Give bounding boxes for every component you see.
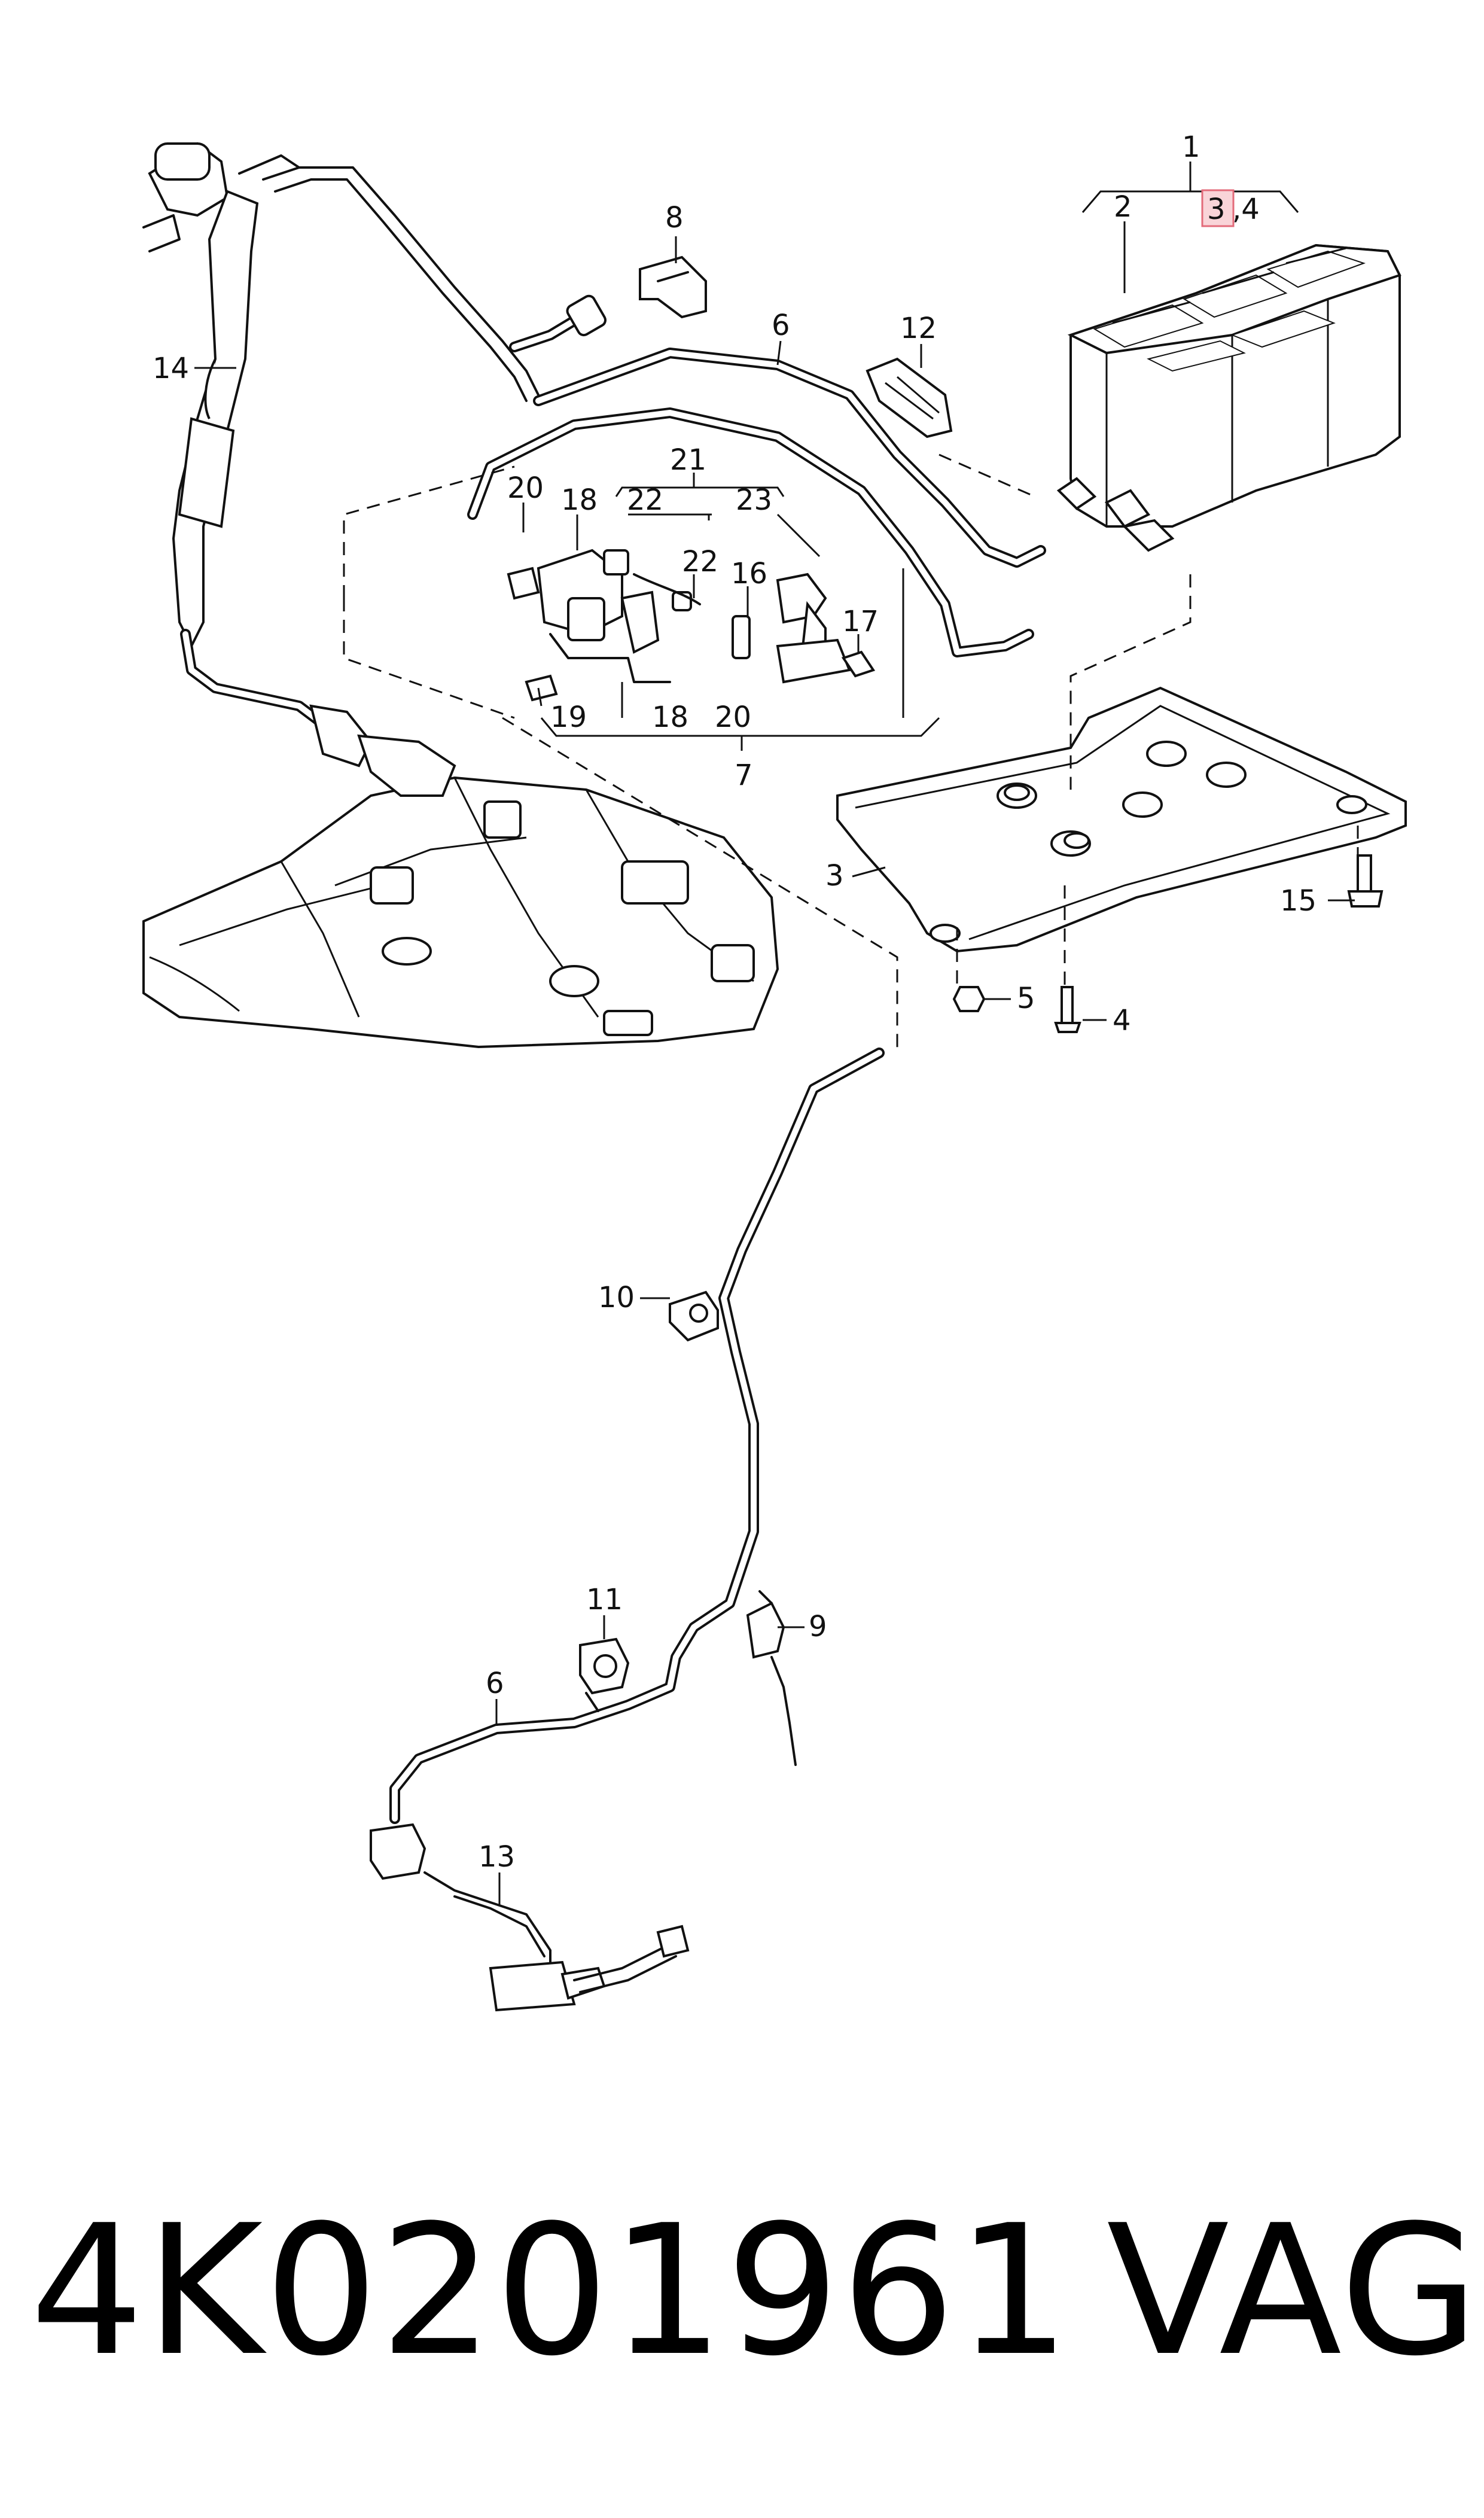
- callout-22-a: 22: [627, 483, 663, 517]
- callout-8: 8: [665, 201, 684, 235]
- callout-23: 23: [736, 483, 772, 517]
- part-10-clip: [669, 1290, 719, 1342]
- brand-name: VAG: [1107, 2187, 1480, 2395]
- purge-valve-assembly: [507, 549, 876, 702]
- callout-18-top: 18: [561, 483, 598, 517]
- callout-3-highlight[interactable]: 3: [1207, 193, 1226, 226]
- callout-14: 14: [153, 352, 189, 385]
- heat-shield-bracket: [836, 686, 1407, 953]
- callout-labels: 1 2 3 ,4 8 6 12 14 21 20 18 22 23 22 16 …: [153, 130, 1317, 1874]
- callout-16: 16: [731, 557, 767, 590]
- fasteners: [952, 854, 1384, 1033]
- part-12-bracket: [866, 344, 953, 439]
- part-9-strap: [746, 1590, 797, 1766]
- callout-4-top: ,4: [1232, 193, 1260, 226]
- callout-12: 12: [900, 312, 937, 345]
- callout-9: 9: [809, 1610, 827, 1643]
- callout-17: 17: [842, 605, 879, 638]
- pipe-top: [467, 294, 1046, 657]
- part-8-clip: [639, 236, 707, 319]
- callout-13: 13: [479, 1840, 515, 1874]
- callout-15: 15: [1280, 884, 1317, 918]
- callout-18-bottom: 18: [652, 701, 688, 734]
- callout-3: 3: [825, 859, 844, 893]
- part-number: 4K0201961: [30, 2187, 1072, 2395]
- charcoal-canister: [1056, 243, 1401, 552]
- callout-7: 7: [735, 759, 753, 792]
- callout-20-top: 20: [507, 471, 544, 505]
- selected-part-highlight: [1201, 189, 1235, 227]
- callout-11: 11: [586, 1583, 623, 1616]
- callout-6-top: 6: [772, 309, 790, 342]
- fuel-tank: [142, 776, 779, 1049]
- callout-20-bottom: 20: [715, 701, 751, 734]
- pipe-bottom: [389, 1048, 885, 1824]
- callout-6-bottom: 6: [486, 1667, 504, 1700]
- callout-4: 4: [1113, 1004, 1131, 1037]
- dashed-group-lines: [343, 453, 1359, 1053]
- callout-19: 19: [550, 701, 587, 734]
- callout-5: 5: [1017, 982, 1035, 1015]
- callout-21: 21: [670, 443, 706, 477]
- filler-neck: [142, 142, 540, 797]
- leader-lines: [194, 162, 1355, 1905]
- callout-2: 2: [1114, 190, 1132, 224]
- part-13-connector: [370, 1823, 690, 2012]
- callout-1: 1: [1182, 130, 1200, 164]
- callout-22-b: 22: [682, 545, 718, 578]
- part-11-clip: [579, 1637, 630, 1712]
- callout-10: 10: [598, 1281, 635, 1314]
